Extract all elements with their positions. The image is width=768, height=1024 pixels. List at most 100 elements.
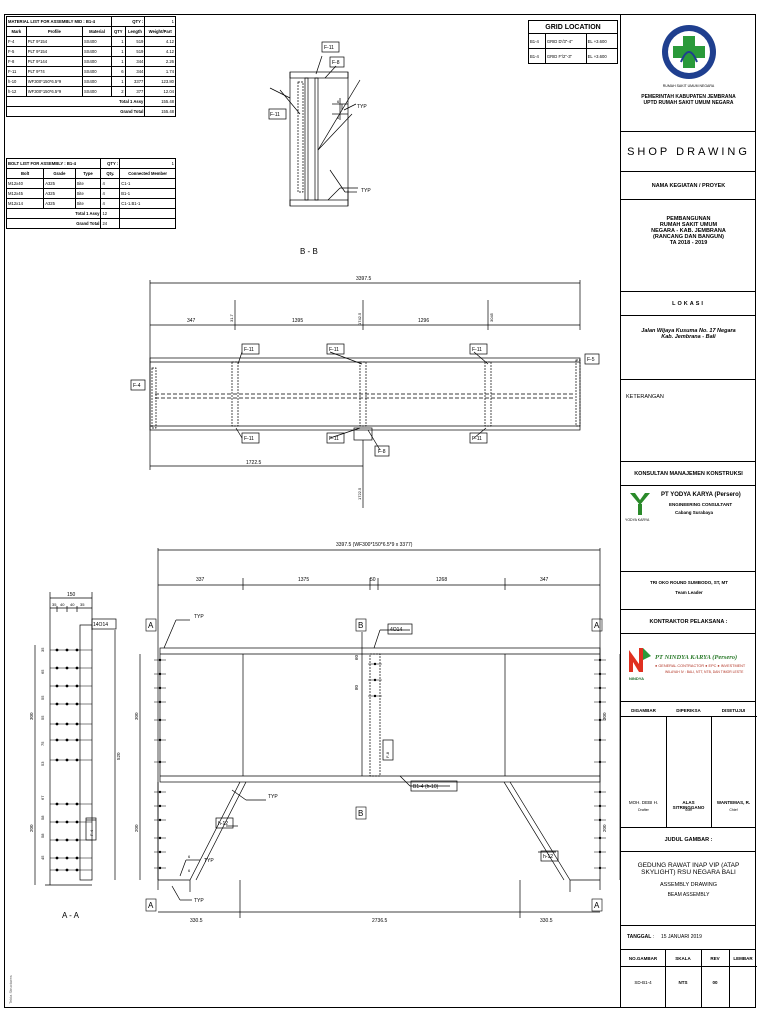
grid-location-cell: EL +3.600 (585, 48, 619, 64)
elev-typ-1: TYP (194, 614, 204, 620)
aa-left-dim: 45 (40, 855, 45, 860)
mark-box (321, 41, 340, 53)
location-line: Kab. Jembrana - Bali (661, 334, 716, 340)
aa-bolt-hole (75, 838, 79, 842)
plan-mark-f5: F-5 (587, 357, 595, 363)
section-cut-box (355, 806, 367, 820)
aa-bolt-hole (75, 820, 79, 824)
section-cut-box (145, 618, 157, 632)
aa-dim-top: 150 (67, 592, 76, 598)
info-header-rev: REV (710, 956, 720, 961)
elev-bolt-hole (158, 866, 162, 870)
aa-sub-dim: 35 (52, 602, 57, 607)
judul-sub1: ASSEMBLY DRAWING (659, 882, 718, 888)
aa-left-dim: 35 (40, 647, 45, 652)
aa-sub-dim: 40 (60, 602, 65, 607)
elev-dim-1268: 1268 (436, 577, 447, 583)
elev-bolt-hole (158, 804, 162, 808)
date-label: TANGGAL (627, 934, 652, 940)
aa-left-dim: 67 (40, 795, 45, 800)
aa-bolt-hole (55, 856, 59, 860)
elev-bolt-hole (158, 818, 162, 822)
aa-bolt-hole (55, 684, 59, 688)
aa-bolt-hole (75, 702, 79, 706)
elev-bolt-hole (158, 790, 162, 794)
mark-box (241, 343, 260, 355)
section-cut-label: B (358, 809, 363, 818)
elev-bolt-hole (598, 818, 602, 822)
aa-left-dim: 53 (40, 761, 45, 766)
plan-vdim-1: 31.7 (229, 313, 234, 322)
plan-mark-f8: F-8 (378, 449, 386, 455)
aa-bolt-hole (55, 802, 59, 806)
signature-block: DIGAMBAR DIPERIKSA DISETUJUI MOH. DEBI H… (620, 702, 757, 828)
section-cut-label: A (594, 901, 600, 910)
mark-box (326, 432, 345, 444)
section-cut-box (355, 618, 367, 632)
plan-vdim-3: 3045 (489, 312, 494, 322)
elev-bolt-hole (598, 760, 602, 764)
section-bb-label: B - B (300, 247, 318, 256)
sign-name-drawn: MOH. DEBI H. (628, 800, 659, 805)
bb-weld-1: 6 (337, 99, 340, 104)
aa-bolt-hole (65, 758, 69, 762)
section-aa-view (34, 592, 116, 886)
hospital-logo-icon (661, 25, 716, 79)
aa-left-dim: 58 (40, 833, 45, 838)
material-grand-label: Grand Total (5, 106, 146, 117)
drawing-area: B - B A - A F-11 F-11 F-8 TYP TYP 6 6 33… (8, 41, 620, 1004)
elev-typ-2: TYP (268, 794, 278, 800)
aa-side-300: 300 (29, 712, 34, 720)
mk-sub1: ENGINEERING CONSULTANT (669, 502, 733, 507)
aa-plate-mark: F-4 (89, 829, 94, 836)
elev-dim-1375: 1375 (298, 577, 309, 583)
elev-bolt-hole (373, 694, 377, 698)
elev-bolt-hole (598, 866, 602, 870)
aa-bolt-hole (75, 738, 79, 742)
section-cut-label: A (148, 901, 154, 910)
plan-mark-f11: F-11 (329, 436, 339, 442)
plan-overall-dim: 3397.5 (356, 276, 372, 282)
info-block: NO.GAMBAR SKALA REV LEMBAR SD-B1-4 NTS 0… (620, 950, 757, 1008)
plan-mark-f11: F-11 (472, 347, 482, 353)
elev-bolt-hole (598, 700, 602, 704)
mark-box (387, 623, 413, 635)
plan-dim-1296: 1296 (418, 318, 429, 324)
elev-bolt-hole (158, 700, 162, 704)
aa-bolt-hole (65, 868, 69, 872)
elev-height-left-300: 300 (134, 712, 139, 720)
elevation-bolt-holes (154, 658, 606, 870)
contractor-sub1: ● GENERAL CONTRACTOR ● EPC ● INVESTMENT (655, 664, 746, 668)
aa-bolt-hole (55, 666, 59, 670)
section-bb-view (269, 55, 361, 207)
remarks-block: KETERANGAN (620, 380, 756, 462)
plan-mark-f11: F-11 (472, 436, 482, 442)
elev-bolt-hole (598, 738, 602, 742)
aa-sub-dim: 35 (80, 602, 85, 607)
project-line: (RANCANG DAN BANGUN) (653, 234, 724, 240)
bolt-list: BOLT LIST FOR ASSEMBLY : B1-4 QTY : 1 Bo… (5, 158, 176, 229)
judul-block: GEDUNG RAWAT INAP VIP (ATAP SKYLIGHT) RS… (620, 852, 756, 926)
plan-view (149, 280, 581, 508)
location-line: Jalan Wijaya Kusuma No. 17 Negara (641, 328, 736, 334)
mark-box (374, 445, 390, 457)
mark-box (130, 379, 146, 391)
aa-bolt-hole (55, 702, 59, 706)
elev-hole-dim-60: 60 (354, 654, 359, 660)
elev-mark-h12-left: h-12 (218, 821, 228, 827)
aa-bolt-hole (55, 820, 59, 824)
sign-name-approved: WANTEMAS, R. (716, 800, 751, 805)
sign-role-checked: Staff (684, 808, 693, 812)
aa-side-200: 200 (29, 824, 34, 832)
owner-block: RUMAH SAKIT UMUM NEGARA PEMERINTAH KABUP… (620, 14, 756, 132)
aa-right-520: 520 (116, 752, 121, 760)
info-drawing-no: SD-B1-4 (634, 980, 652, 985)
mark-box (241, 432, 260, 444)
aa-left-dim: 75 (40, 741, 45, 746)
